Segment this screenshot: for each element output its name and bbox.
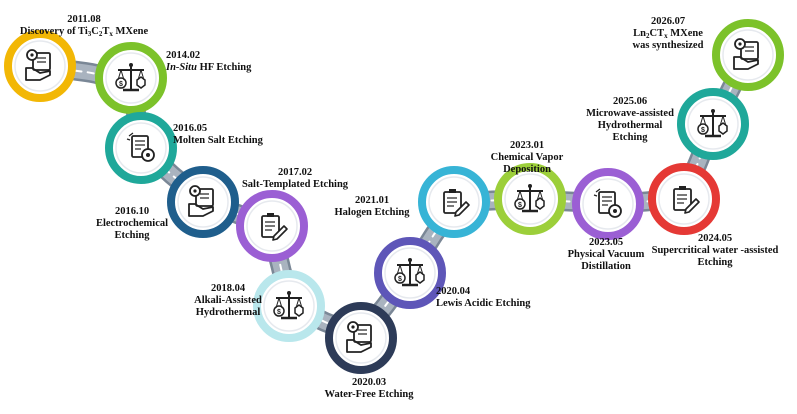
milestone-m2-label: 2014.02 In-Situ HF Etching bbox=[166, 50, 251, 74]
milestone-node-m6 bbox=[253, 270, 325, 342]
milestone-m8-name: Lewis Acidic Etching bbox=[436, 298, 531, 309]
milestone-node-m4 bbox=[167, 166, 239, 238]
milestone-node-m11 bbox=[572, 168, 644, 240]
milestone-m6-label: 2018.04 Alkali-Assisted Hydrothermal bbox=[186, 283, 270, 319]
milestone-m7-year: 2020.03 bbox=[351, 377, 387, 388]
milestone-m4-year: 2016.10 bbox=[114, 206, 150, 217]
milestone-ring-m11 bbox=[572, 168, 644, 240]
milestone-m12-name: Supercritical water -assisted Etching bbox=[651, 245, 779, 268]
milestone-m6-year: 2018.04 bbox=[210, 283, 246, 294]
milestone-m14-name: Ln2CTx MXene bbox=[633, 28, 703, 40]
milestone-m14-year: 2026.07 bbox=[650, 16, 686, 27]
milestone-m9-year: 2021.01 bbox=[354, 195, 390, 206]
milestone-m11-name: Physical Vacuum Distillation bbox=[567, 249, 645, 272]
milestone-node-m1 bbox=[4, 30, 76, 102]
milestone-m13-label: 2025.06 Microwave-assisted Hydrothermal … bbox=[580, 96, 680, 144]
milestone-node-m8 bbox=[374, 237, 446, 309]
milestone-m3-name: Molten Salt Etching bbox=[173, 135, 263, 146]
milestone-node-m13 bbox=[677, 88, 749, 160]
milestone-node-m7 bbox=[325, 302, 397, 374]
milestone-node-m9 bbox=[418, 166, 490, 238]
milestone-m1-year: 2011.08 bbox=[67, 14, 101, 25]
milestone-ring-m1 bbox=[4, 30, 76, 102]
milestone-m5-label: 2017.02 Salt-Templated Etching bbox=[230, 167, 360, 191]
milestone-m10-year: 2023.01 bbox=[509, 140, 545, 151]
milestone-m13-year: 2025.06 bbox=[612, 96, 648, 107]
milestone-m10-name: Chemical Vapor Deposition bbox=[490, 152, 564, 175]
milestone-m9-name: Halogen Etching bbox=[334, 207, 410, 218]
milestone-ring-m7 bbox=[325, 302, 397, 374]
milestone-m1-name: Discovery of Ti3C2Tx MXene bbox=[19, 26, 149, 38]
milestone-m12-year: 2024.05 bbox=[697, 233, 733, 244]
milestone-node-m3 bbox=[105, 112, 177, 184]
milestone-m3-label: 2016.05 Molten Salt Etching bbox=[173, 123, 263, 147]
milestone-node-m10 bbox=[494, 163, 566, 235]
milestone-m10-label: 2023.01 Chemical Vapor Deposition bbox=[482, 140, 572, 176]
milestone-m11-label: 2023.05 Physical Vacuum Distillation bbox=[566, 237, 646, 273]
milestone-node-m5 bbox=[236, 190, 308, 262]
milestone-m2-name: In-Situ HF Etching bbox=[166, 62, 252, 73]
milestone-m2-year: 2014.02 bbox=[166, 50, 201, 61]
milestone-m1-label: 2011.08 Discovery of Ti3C2Tx MXene bbox=[4, 14, 164, 38]
milestone-node-m14 bbox=[712, 19, 784, 91]
milestone-m5-year: 2017.02 bbox=[277, 167, 313, 178]
milestone-node-m12 bbox=[648, 163, 720, 235]
milestone-m14-label: 2026.07 Ln2CTx MXene was synthesized bbox=[618, 16, 718, 52]
milestone-node-m2 bbox=[95, 42, 167, 114]
milestone-m13-name: Microwave-assisted Hydrothermal Etching bbox=[586, 108, 674, 143]
milestone-ring-m4 bbox=[167, 166, 239, 238]
milestone-ring-m3 bbox=[105, 112, 177, 184]
milestone-m4-name: Electrochemical Etching bbox=[95, 218, 169, 241]
milestone-nodes bbox=[4, 19, 784, 374]
milestone-m8-label: 2020.04 Lewis Acidic Etching bbox=[436, 286, 531, 310]
milestone-m14-name-line2: was synthesized bbox=[632, 40, 704, 51]
milestone-m5-name: Salt-Templated Etching bbox=[241, 179, 349, 190]
milestone-m6-name: Alkali-Assisted Hydrothermal bbox=[194, 295, 262, 318]
milestone-m7-label: 2020.03 Water-Free Etching bbox=[314, 377, 424, 401]
milestone-m11-year: 2023.05 bbox=[588, 237, 624, 248]
milestone-m7-name: Water-Free Etching bbox=[324, 389, 414, 400]
milestone-m12-label: 2024.05 Supercritical water -assisted Et… bbox=[650, 233, 780, 269]
milestone-m9-label: 2021.01 Halogen Etching bbox=[327, 195, 417, 219]
milestone-m3-year: 2016.05 bbox=[173, 123, 208, 134]
milestone-m8-year: 2020.04 bbox=[436, 286, 471, 297]
milestone-m4-label: 2016.10 Electrochemical Etching bbox=[92, 206, 172, 242]
milestone-ring-m14 bbox=[712, 19, 784, 91]
